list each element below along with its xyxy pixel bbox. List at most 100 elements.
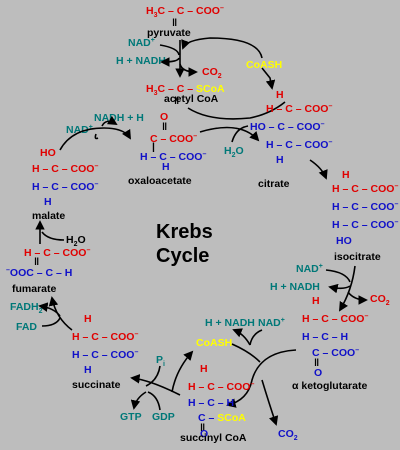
svg-text:‖: ‖ — [200, 422, 205, 434]
svg-text:H – C – COO–: H – C – COO– — [302, 313, 368, 325]
svg-text:H3C – C – COO–: H3C – C – COO– — [146, 5, 224, 19]
nadh-akg-out-arrow — [232, 328, 251, 346]
svg-text:H: H — [84, 364, 92, 376]
fadh2-out-arrow — [38, 302, 61, 317]
citrate-to-isocitrate-arrow — [309, 159, 328, 180]
svg-text:H3C – C – SCoA: H3C – C – SCoA — [146, 83, 225, 97]
isocitrate-structure: H H – C – COO– H – C – COO– H – C – COO–… — [332, 169, 398, 247]
fad-label: FAD — [16, 321, 37, 333]
co2-pyruvate-label: CO2 — [202, 66, 222, 80]
coash-top-label: CoASH — [246, 59, 282, 71]
svg-text:H: H — [44, 196, 52, 208]
svg-text:H: H — [84, 313, 92, 325]
nadh-pyruvate-label: H + NADH — [116, 55, 166, 67]
alpha-ketoglutarate-label: α ketoglutarate — [292, 380, 367, 392]
akg-to-succinyl-arrow — [226, 349, 297, 408]
alpha-ketoglutarate-structure: H H – C – COO– H – C – H C – COO– ‖ O — [302, 295, 368, 379]
svg-text:H – C – COO–: H – C – COO– — [266, 139, 332, 151]
succinate-label: succinate — [72, 379, 121, 391]
co2-isocitrate-label: CO2 — [370, 293, 390, 307]
svg-text:H – C – COO–: H – C – COO– — [32, 181, 98, 193]
pyruvate-structure: H3C – C – COO– ‖ — [146, 5, 224, 29]
succinate-structure: H H – C – COO– H – C – COO– H — [72, 313, 138, 376]
co2-akg-out-arrow — [261, 379, 279, 426]
fadh2-label: FADH2 — [10, 301, 43, 315]
nadh-iso-out-arrow — [328, 283, 351, 294]
svg-text:H – C – COO–: H – C – COO– — [32, 163, 98, 175]
co2-out-arrow — [179, 63, 198, 77]
oxaloacetate-label: oxaloacetate — [128, 175, 192, 187]
nadh-isocitrate-label: H + NADH — [270, 281, 320, 293]
svg-text:H: H — [312, 295, 320, 307]
svg-text:H: H — [162, 161, 170, 173]
svg-text:H – C – COO–: H – C – COO– — [140, 151, 206, 163]
nad-akg-in-arrow — [249, 329, 263, 346]
acetyl-coa-label: acetyl CoA — [164, 93, 219, 105]
water-in-arrow — [231, 125, 249, 143]
co2-akg-label: CO2 — [278, 428, 298, 442]
svg-text:‖: ‖ — [174, 95, 179, 107]
gtp-label: GTP — [120, 411, 142, 423]
svg-text:O: O — [314, 367, 322, 379]
svg-text:HO – C – COO–: HO – C – COO– — [250, 121, 325, 133]
svg-text:C – COO–: C – COO– — [150, 133, 197, 145]
svg-text:H – C – COO–: H – C – COO– — [332, 219, 398, 231]
svg-text:O: O — [160, 111, 168, 123]
svg-text:H – C – H: H – C – H — [302, 331, 348, 343]
nad-pyruvate-label: NAD+ — [128, 37, 155, 49]
svg-text:H – C – H: H – C – H — [188, 397, 234, 409]
svg-text:‖: ‖ — [314, 357, 319, 369]
water-citrate-label: H2O — [224, 145, 244, 159]
svg-text:–OOC – C – H: –OOC – C – H — [6, 267, 72, 279]
water-malate-label: H2O — [66, 234, 86, 248]
nad-malate-label: NAD+ — [66, 124, 93, 136]
svg-text:O: O — [200, 428, 208, 440]
svg-text:H: H — [342, 169, 350, 181]
coash-akg-in-arrow — [231, 343, 261, 363]
citrate-structure: H H – C – COO– HO – C – COO– H – C – COO… — [250, 89, 332, 166]
isocitrate-label: isocitrate — [334, 251, 381, 263]
succinyl-coa-structure: H H – C – COO– H – C – H C – SCoA ‖ O — [188, 363, 254, 440]
svg-text:H – C – COO–: H – C – COO– — [332, 201, 398, 213]
diagram-title-line2: Cycle — [156, 245, 209, 267]
svg-text:HO: HO — [336, 235, 352, 247]
pyruvate-label: pyruvate — [147, 27, 191, 39]
nad-in-arrow — [159, 44, 180, 56]
coash-akg-label: CoASH — [196, 337, 232, 349]
svg-text:H – C – COO–: H – C – COO– — [72, 331, 138, 343]
condensation-arrow — [199, 126, 260, 142]
gdp-label: GDP — [152, 411, 175, 423]
svg-text:H – C – COO–: H – C – COO– — [188, 381, 254, 393]
citrate-label: citrate — [258, 178, 290, 190]
nad-malate-in-arrow — [94, 133, 99, 140]
nadh-akg-label: H + NADH — [205, 317, 255, 329]
nadh-malate-label: NADH + H — [94, 112, 144, 124]
svg-text:H: H — [276, 89, 284, 101]
acetyl-to-citrate-arrow — [187, 101, 286, 120]
water-malate-in-arrow — [41, 231, 65, 241]
svg-text:C – SCoA: C – SCoA — [198, 412, 246, 424]
malate-to-oxaloacetate-arrow — [59, 127, 131, 151]
oxaloacetate-structure: O ‖ C – COO– | H – C – COO– H — [140, 111, 206, 173]
fumarate-structure: H – C – COO– ‖ –OOC – C – H — [6, 247, 90, 279]
svg-text:H – C – COO–: H – C – COO– — [24, 247, 90, 259]
succinyl-coa-label: succinyl CoA — [180, 432, 247, 444]
svg-text:H – C – COO–: H – C – COO– — [72, 349, 138, 361]
svg-text:H: H — [276, 154, 284, 166]
svg-text:‖: ‖ — [172, 17, 177, 29]
malate-structure: HO H – C – COO– H – C – COO– H — [32, 147, 98, 208]
svg-text:C – COO–: C – COO– — [312, 347, 359, 359]
svg-text:H – C – COO–: H – C – COO– — [266, 103, 332, 115]
nad-iso-in-arrow — [325, 269, 351, 283]
svg-text:‖: ‖ — [162, 121, 167, 133]
svg-text:HO: HO — [40, 147, 56, 159]
pi-in-arrow — [145, 365, 161, 387]
nadh-malate-out-arrow — [101, 115, 118, 127]
pi-label: Pi — [156, 354, 165, 368]
gdp-in-arrow — [147, 391, 161, 411]
svg-text:H: H — [200, 363, 208, 375]
svg-text:‖: ‖ — [34, 256, 39, 268]
svg-text:H – C – COO–: H – C – COO– — [332, 183, 398, 195]
